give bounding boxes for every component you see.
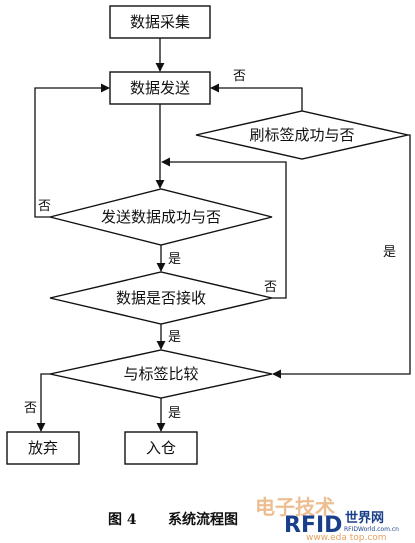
node-store: 入仓 [124, 431, 198, 465]
decision-swipe-label: 刷标签成功与否 [249, 126, 354, 144]
decision-compare-label: 与标签比较 [123, 365, 198, 383]
node-discard: 放弃 [6, 431, 80, 465]
watermark-site-small: RFIDWorld.com.cn [344, 526, 399, 533]
decision-send-label: 发送数据成功与否 [101, 208, 221, 226]
watermark-overlay: 电子技术 [255, 495, 335, 519]
edge-label-send-no: 否 [38, 199, 51, 214]
decision-receive-label: 数据是否接收 [116, 289, 206, 307]
watermark: 电子技术 RFID 世界网 RFIDWorld.com.cn www.eda t… [255, 495, 399, 543]
node-send-label: 数据发送 [130, 79, 190, 97]
edge-label-receive-yes: 是 [168, 330, 181, 345]
edge-label-compare-no: 否 [24, 401, 37, 416]
node-send: 数据发送 [109, 71, 211, 105]
node-store-label: 入仓 [146, 439, 176, 457]
edge-label-compare-yes: 是 [168, 406, 181, 421]
decision-send: 发送数据成功与否 [49, 188, 273, 246]
figure-number: 图 4 [108, 512, 137, 528]
edge-swipe-yes [272, 134, 411, 379]
node-collect: 数据采集 [109, 5, 211, 39]
edge-receive-no [161, 157, 287, 299]
decision-swipe: 刷标签成功与否 [195, 110, 409, 160]
figure-title: 系统流程图 [168, 511, 238, 528]
watermark-url: www.eda top.com [306, 533, 387, 543]
edge-compare-no [36, 373, 50, 432]
node-discard-label: 放弃 [28, 439, 58, 457]
watermark-site-name: 世界网 [345, 510, 384, 526]
edge-label-swipe-yes: 是 [383, 245, 396, 260]
edge-swipe-no [210, 83, 303, 111]
edge-label-send-yes: 是 [168, 252, 181, 267]
decision-compare: 与标签比较 [49, 349, 273, 399]
rfid-logo: RFID [284, 513, 342, 538]
edge-label-receive-no: 否 [264, 280, 277, 295]
edge-label-swipe-no: 否 [233, 69, 246, 84]
edge-send-no [34, 83, 110, 218]
decision-receive: 数据是否接收 [49, 271, 273, 325]
node-collect-label: 数据采集 [130, 13, 190, 31]
